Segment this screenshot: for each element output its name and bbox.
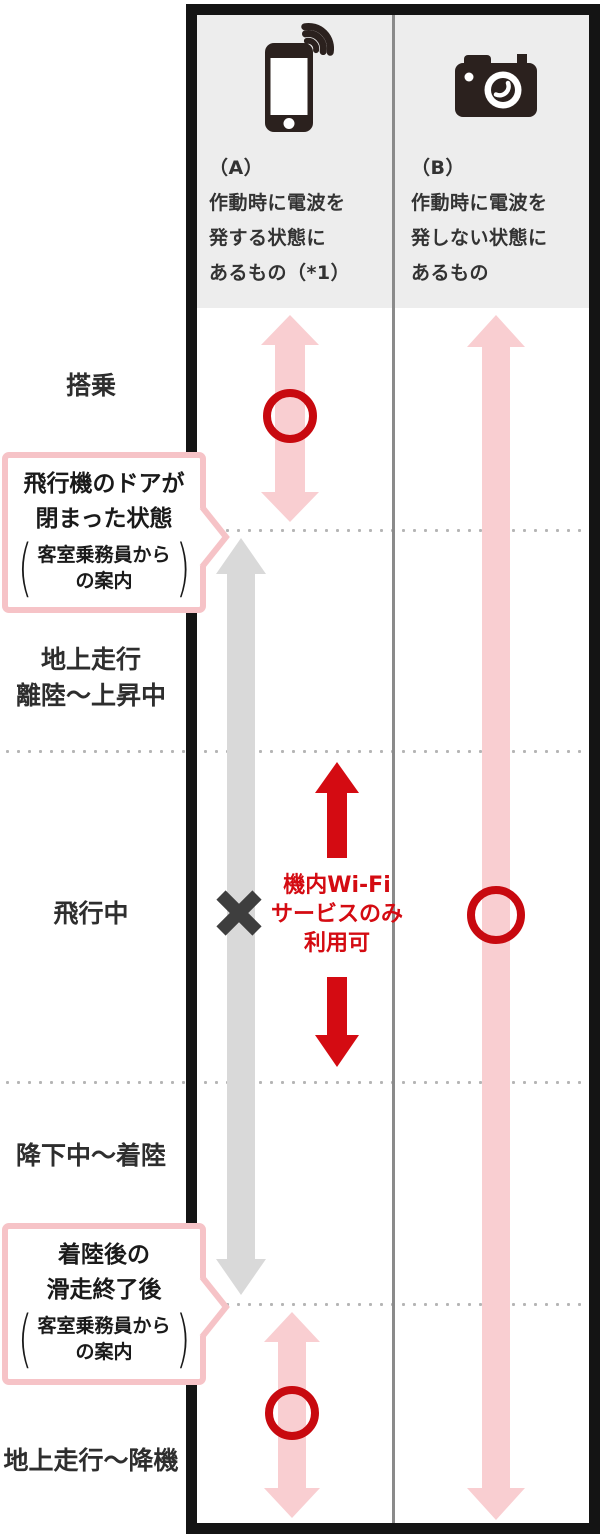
bubble-landing-roll: 着陸後の 滑走終了後 ( 客室乗務員から の案内 ) [2, 1223, 230, 1385]
allowed-circle-icon-b-inflight [467, 886, 525, 944]
stage-label-taxi-deplaning: 地上走行～降機 [3, 1446, 179, 1475]
column-b-label: （B） [411, 157, 465, 179]
row-separator [0, 1080, 600, 1085]
paren-close: ) [175, 531, 190, 604]
paren-open: ( [18, 1302, 33, 1375]
paren-open: ( [18, 531, 33, 604]
allowed-range-arrow-b [467, 315, 525, 1520]
inflight-wifi-note: 機内Wi-Fi サービスのみ 利用可 [270, 873, 403, 956]
row-separator [0, 528, 600, 533]
smartphone-wifi-icon [265, 22, 335, 132]
row-separator [0, 1302, 600, 1307]
column-a-header: （A） 作動時に電波を 発する状態に あるもの（*1） [209, 151, 389, 291]
wifi-waves-icon [301, 22, 335, 56]
stage-label-taxi-takeoff: 地上走行 離陸～上昇中 [15, 645, 166, 710]
camera-icon [455, 54, 537, 117]
bubble-pointer [195, 505, 230, 569]
bubble-pointer [195, 1275, 230, 1339]
allowed-circle-icon-a-boarding [263, 389, 317, 443]
bubble-title: 着陸後の 滑走終了後 [46, 1242, 162, 1303]
allowed-circle-icon-a-deplaning [265, 1386, 319, 1440]
bubble-title: 飛行機のドアが 閉まった状態 [23, 471, 185, 532]
prohibited-x-icon [216, 890, 262, 936]
row-separator [0, 749, 600, 754]
stage-label-inflight: 飛行中 [53, 899, 129, 928]
wifi-note-arrow-down [315, 977, 359, 1067]
stage-label-descent-landing: 降下中～着陸 [15, 1141, 166, 1170]
bubble-note: ( 客室乗務員から の案内 ) [18, 531, 190, 604]
paren-close: ) [175, 1302, 190, 1375]
stage-label-boarding: 搭乗 [65, 371, 116, 400]
column-a-label: （A） [209, 157, 264, 179]
allowed-range-arrow-a-boarding [261, 315, 319, 522]
bubble-door-closed: 飛行機のドアが 閉まった状態 ( 客室乗務員から の案内 ) [2, 452, 230, 613]
allowed-range-arrow-a-deplaning [264, 1312, 320, 1518]
column-divider [392, 15, 395, 1523]
column-b-header: （B） 作動時に電波を 発しない状態に あるもの [411, 151, 591, 291]
bubble-note: ( 客室乗務員から の案内 ) [18, 1302, 190, 1375]
wifi-note-arrow-up [315, 762, 359, 858]
